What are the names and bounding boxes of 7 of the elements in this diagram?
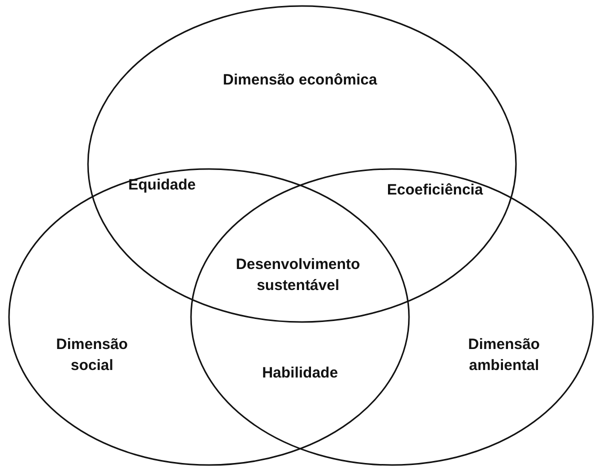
overlap-label: Habilidade (261, 364, 339, 384)
overlap-label: Ecoeficiência (386, 180, 484, 200)
set-label: Dimensão social (55, 335, 129, 376)
overlap-label: Equidade (127, 176, 197, 196)
set-label: Dimensão ambiental (467, 335, 541, 376)
set-label: Dimensão econômica (222, 70, 378, 90)
overlap-label: Desenvolvimento sustentável (234, 255, 362, 296)
